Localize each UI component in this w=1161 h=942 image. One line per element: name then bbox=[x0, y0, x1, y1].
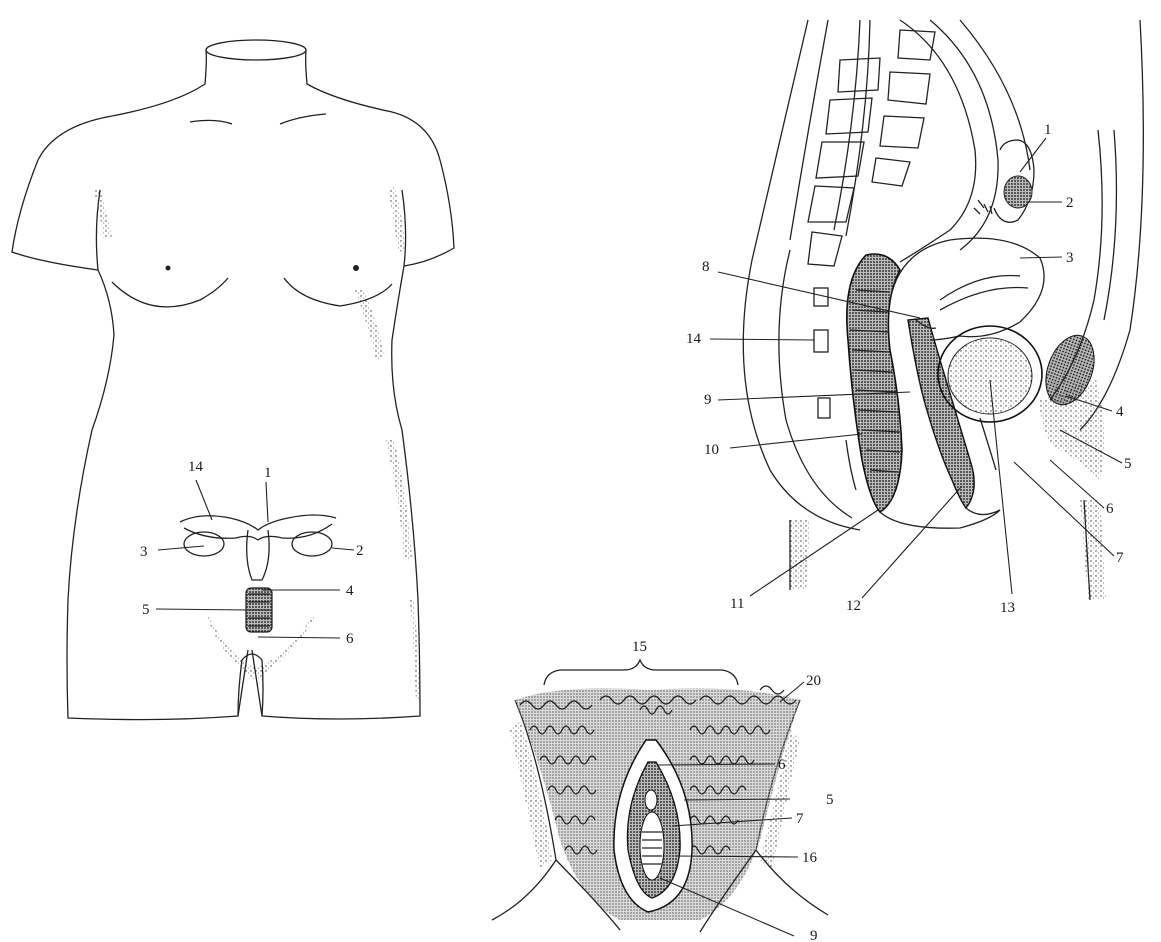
sagittal-label-14: 14 bbox=[686, 331, 702, 347]
sagittal-label-3: 3 bbox=[1066, 250, 1074, 266]
sagittal-label-9: 9 bbox=[704, 392, 712, 408]
front-label-1: 1 bbox=[264, 465, 272, 481]
sagittal-label-5: 5 bbox=[1124, 456, 1132, 472]
sagittal-label-4: 4 bbox=[1116, 404, 1124, 420]
front-label-4: 4 bbox=[346, 583, 354, 599]
vulva-label-7: 7 bbox=[796, 811, 804, 827]
sagittal-label-8: 8 bbox=[702, 259, 710, 275]
sagittal-label-2: 2 bbox=[1066, 195, 1074, 211]
front-label-2: 2 bbox=[356, 543, 364, 559]
vulva-label-15: 15 bbox=[632, 639, 647, 655]
sagittal-label-11: 11 bbox=[730, 596, 744, 612]
sagittal-label-10: 10 bbox=[704, 442, 719, 458]
vulva-label-16: 16 bbox=[802, 850, 818, 866]
sagittal-label-12: 12 bbox=[846, 598, 861, 614]
vulva-label-5: 5 bbox=[826, 792, 834, 808]
vulva-label-20: 20 bbox=[806, 673, 821, 689]
front-label-14: 14 bbox=[188, 459, 204, 475]
sagittal-label-1: 1 bbox=[1044, 122, 1052, 138]
vulva-label-6: 6 bbox=[778, 757, 786, 773]
vulva-label-9: 9 bbox=[810, 928, 818, 942]
front-label-6: 6 bbox=[346, 631, 354, 647]
vulva-view-illustration bbox=[492, 660, 828, 932]
sagittal-label-13: 13 bbox=[1000, 600, 1015, 616]
front-label-3: 3 bbox=[140, 544, 148, 560]
sagittal-section-illustration bbox=[743, 20, 1143, 600]
front-label-5: 5 bbox=[142, 602, 150, 618]
sagittal-label-6: 6 bbox=[1106, 501, 1114, 517]
sagittal-label-7: 7 bbox=[1116, 550, 1124, 566]
front-torso-illustration bbox=[12, 40, 454, 720]
